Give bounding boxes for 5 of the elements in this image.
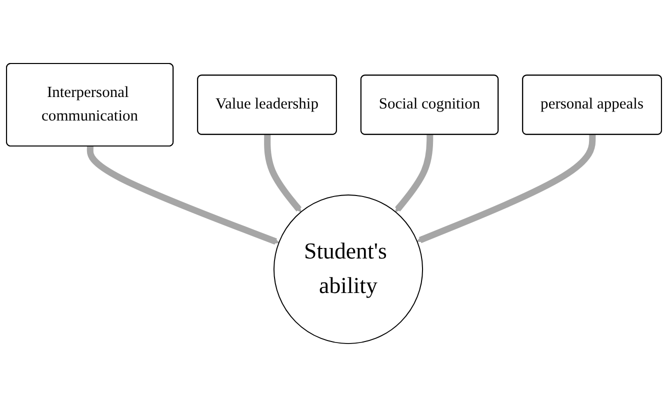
- node-circle: Student's ability: [273, 194, 424, 344]
- arrow: [395, 135, 434, 213]
- arrow: [86, 146, 280, 246]
- arrow: [264, 135, 302, 213]
- arrow: [416, 135, 596, 244]
